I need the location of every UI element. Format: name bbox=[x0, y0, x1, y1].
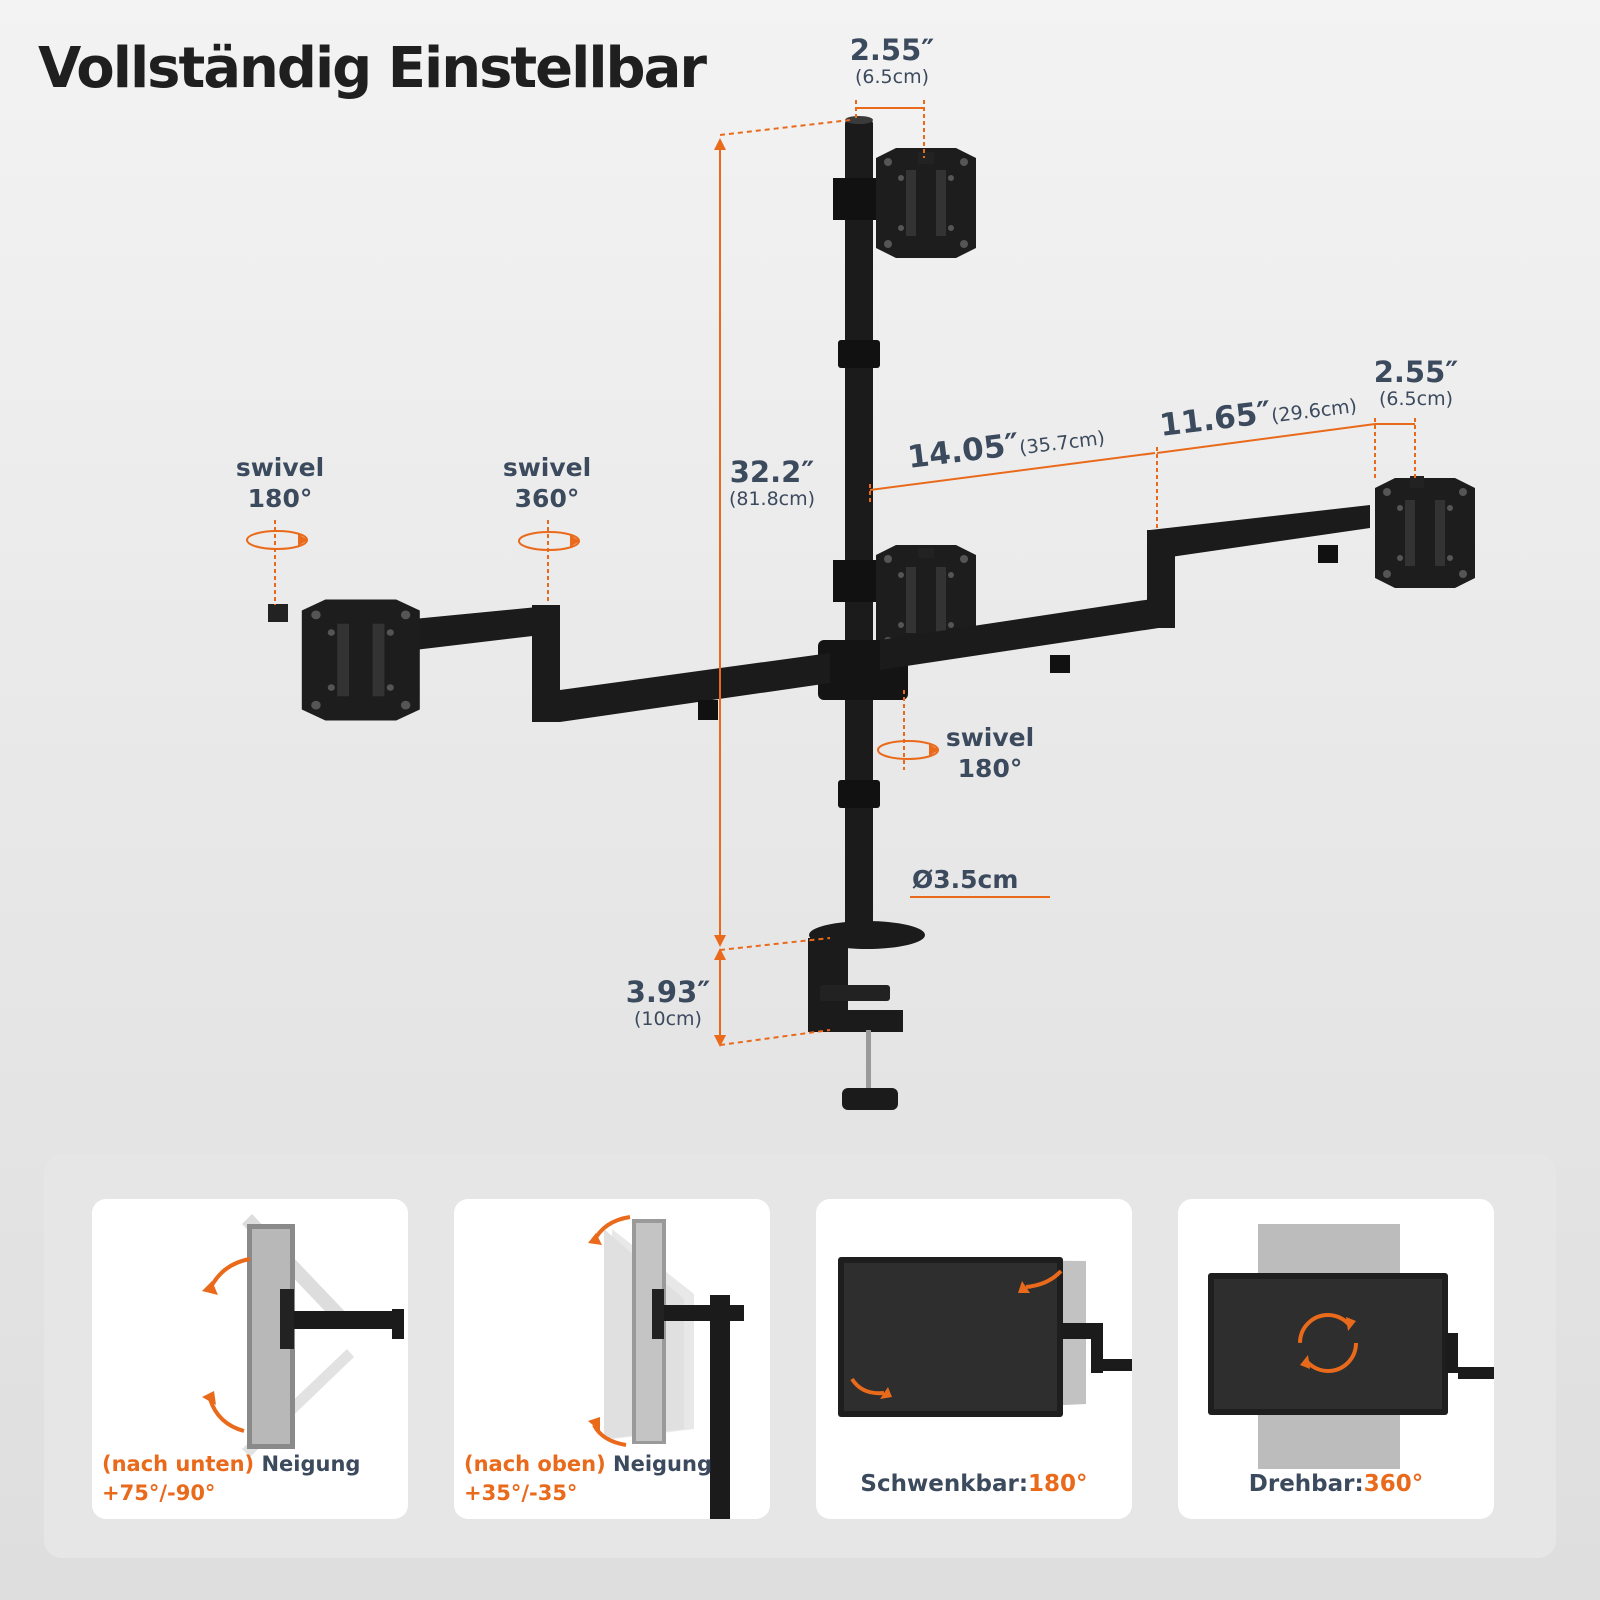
pole-diameter: Ø3.5cm bbox=[912, 865, 1019, 894]
feature-panel: (nach unten) Neigung +75°/-90° (nach obe… bbox=[44, 1154, 1556, 1558]
top-vesa-mount bbox=[876, 148, 976, 258]
right-inner-arm bbox=[880, 597, 1165, 670]
desk-clamp bbox=[808, 938, 848, 1023]
feature-card-tilt-up: (nach oben) Neigung +35°/-35° bbox=[454, 1199, 770, 1519]
swivel-left-mount: swivel 180° bbox=[235, 453, 325, 514]
page-title: Vollständig Einstellbar bbox=[38, 36, 707, 101]
left-vesa-mount bbox=[301, 599, 420, 721]
swivel-center: swivel 180° bbox=[945, 723, 1035, 784]
left-inner-arm bbox=[560, 653, 830, 722]
right-vesa-mount bbox=[1375, 478, 1475, 588]
monitor-arm-illustration bbox=[246, 100, 1475, 1110]
clamp-dimension: 3.93″ (10cm) bbox=[625, 975, 711, 1031]
feature-caption-rotate: Drehbar:360° bbox=[1248, 1471, 1424, 1497]
vertical-pole bbox=[845, 118, 873, 933]
feature-caption-tilt-up: (nach oben) Neigung +35°/-35° bbox=[464, 1452, 712, 1505]
feature-caption-tilt-down: (nach unten) Neigung +75°/-90° bbox=[102, 1452, 361, 1505]
height-dimension: 32.2″ (81.8cm) bbox=[728, 455, 816, 511]
right-mount-dimension: 2.55″ (6.5cm) bbox=[1373, 355, 1459, 411]
feature-card-tilt-down: (nach unten) Neigung +75°/-90° bbox=[92, 1199, 408, 1519]
feature-card-swivel: Schwenkbar:180° bbox=[816, 1199, 1132, 1519]
swivel-left-joint: swivel 360° bbox=[502, 453, 592, 514]
right-outer-arm bbox=[1150, 505, 1370, 560]
top-mount-dimension: 2.55″ (6.5cm) bbox=[849, 33, 935, 89]
tilt-up-illustration bbox=[588, 1215, 744, 1519]
feature-card-rotate: Drehbar:360° bbox=[1178, 1199, 1494, 1519]
rotate-illustration bbox=[1208, 1224, 1494, 1469]
swivel-illustration bbox=[838, 1257, 1132, 1417]
feature-caption-swivel: Schwenkbar:180° bbox=[860, 1471, 1088, 1497]
tilt-down-illustration bbox=[202, 1214, 404, 1457]
